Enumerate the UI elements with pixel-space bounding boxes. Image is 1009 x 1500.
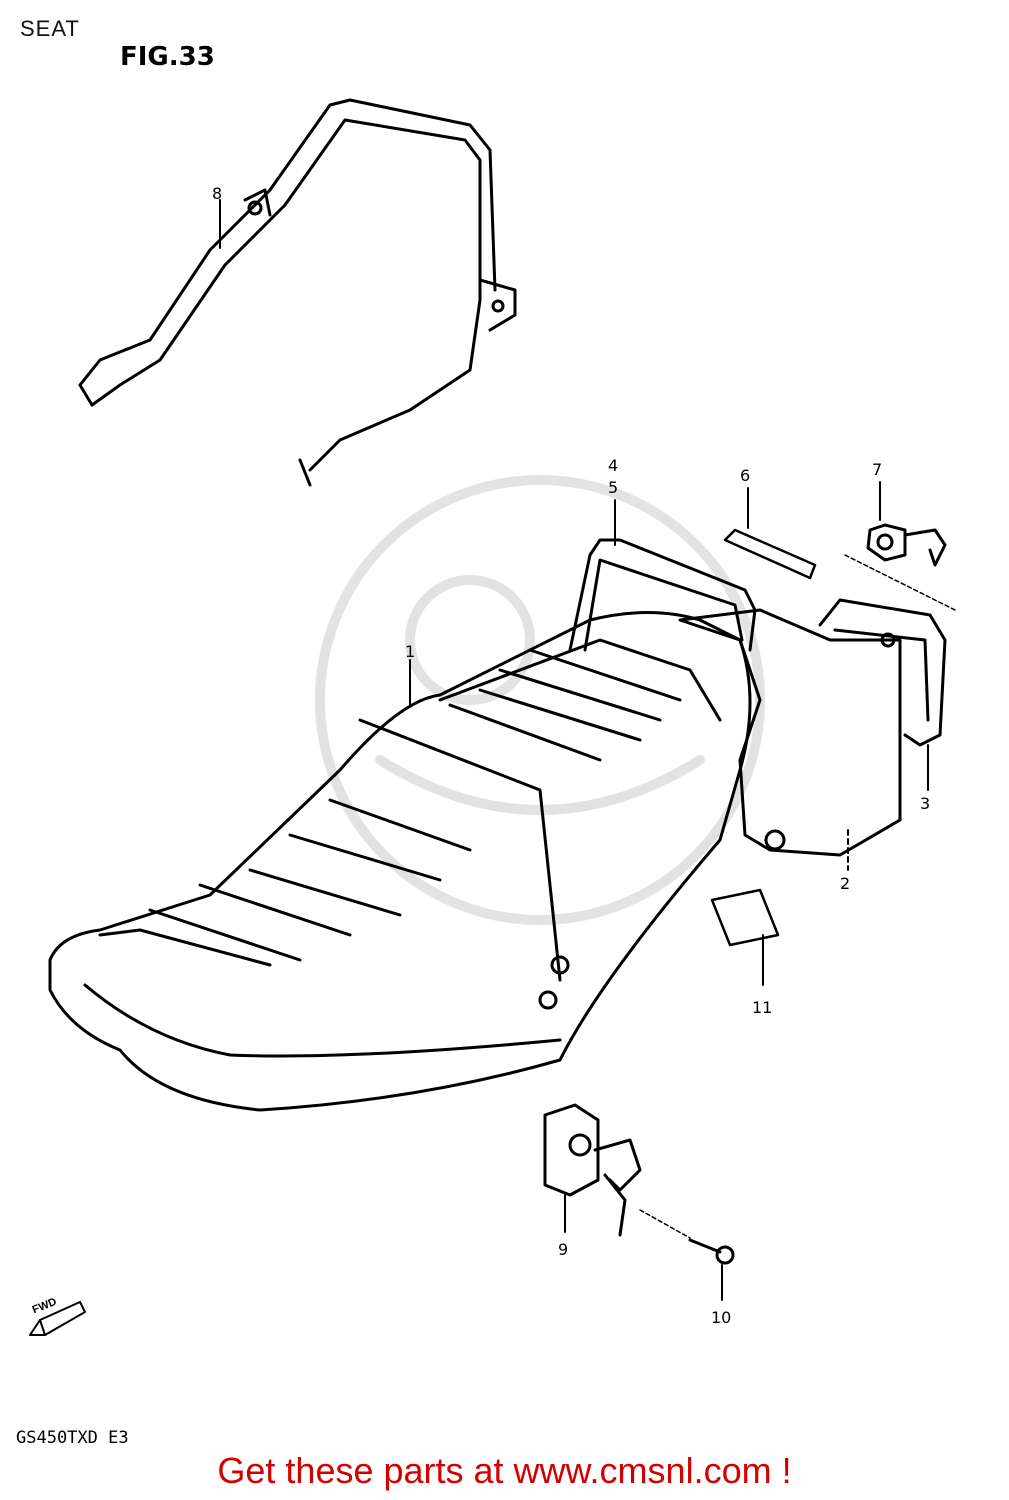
callout-4: 4 <box>608 456 619 475</box>
model-code: GS450TXD E3 <box>16 1428 129 1448</box>
callout-6: 6 <box>740 466 751 485</box>
part-8-grab-rail <box>78 98 517 487</box>
part-2-tail-cover <box>678 608 902 857</box>
figure-label: FIG.33 <box>120 42 215 72</box>
part-1-seat <box>48 611 752 1112</box>
callout-11: 11 <box>752 998 773 1017</box>
fwd-arrow-icon <box>29 1301 86 1336</box>
callout-9: 9 <box>558 1240 569 1259</box>
watermark-logo <box>315 475 765 925</box>
part-7-lock <box>844 523 956 611</box>
callout-2: 2 <box>840 874 851 893</box>
part-6-strip <box>723 528 817 580</box>
part-3-bracket <box>818 598 947 747</box>
footer-link[interactable]: Get these parts at www.cmsnl.com ! <box>217 1450 792 1491</box>
callout-7: 7 <box>872 460 883 479</box>
callout-10: 10 <box>711 1308 732 1327</box>
part-10-screw <box>639 1209 735 1265</box>
callout-8: 8 <box>212 184 223 203</box>
callout-1: 1 <box>405 642 416 661</box>
callout-5: 5 <box>608 478 619 497</box>
part-9-lock-keys <box>543 1103 642 1237</box>
callout-3: 3 <box>920 794 931 813</box>
page-title: SEAT <box>20 16 80 41</box>
part-11-pad <box>710 888 780 947</box>
